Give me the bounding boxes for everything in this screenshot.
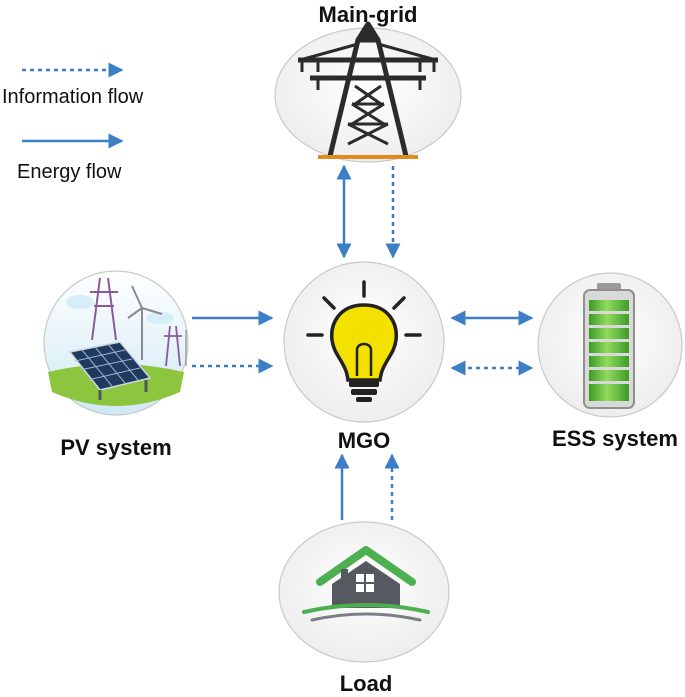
light-bulb-icon xyxy=(306,280,422,402)
load-label: Load xyxy=(340,671,393,696)
load-node: Load xyxy=(278,521,450,696)
ess-system-node: ESS system xyxy=(537,272,683,451)
ess-system-label: ESS system xyxy=(552,426,678,451)
mgo-node: MGO xyxy=(283,261,445,453)
transmission-tower-icon xyxy=(298,21,438,159)
main-grid-node: Main-grid xyxy=(274,2,462,163)
information-flow-label: Information flow xyxy=(2,86,144,108)
pv-system-label: PV system xyxy=(60,435,171,460)
pv-system-node: PV system xyxy=(43,270,189,460)
energy-flow-label: Energy flow xyxy=(17,161,122,183)
solar-panel-icon xyxy=(48,277,187,406)
house-icon xyxy=(302,546,430,622)
legend: Information flow Energy flow xyxy=(2,62,144,183)
flow-arrows xyxy=(192,164,534,520)
mgo-label: MGO xyxy=(338,428,391,453)
battery-icon xyxy=(583,283,635,409)
